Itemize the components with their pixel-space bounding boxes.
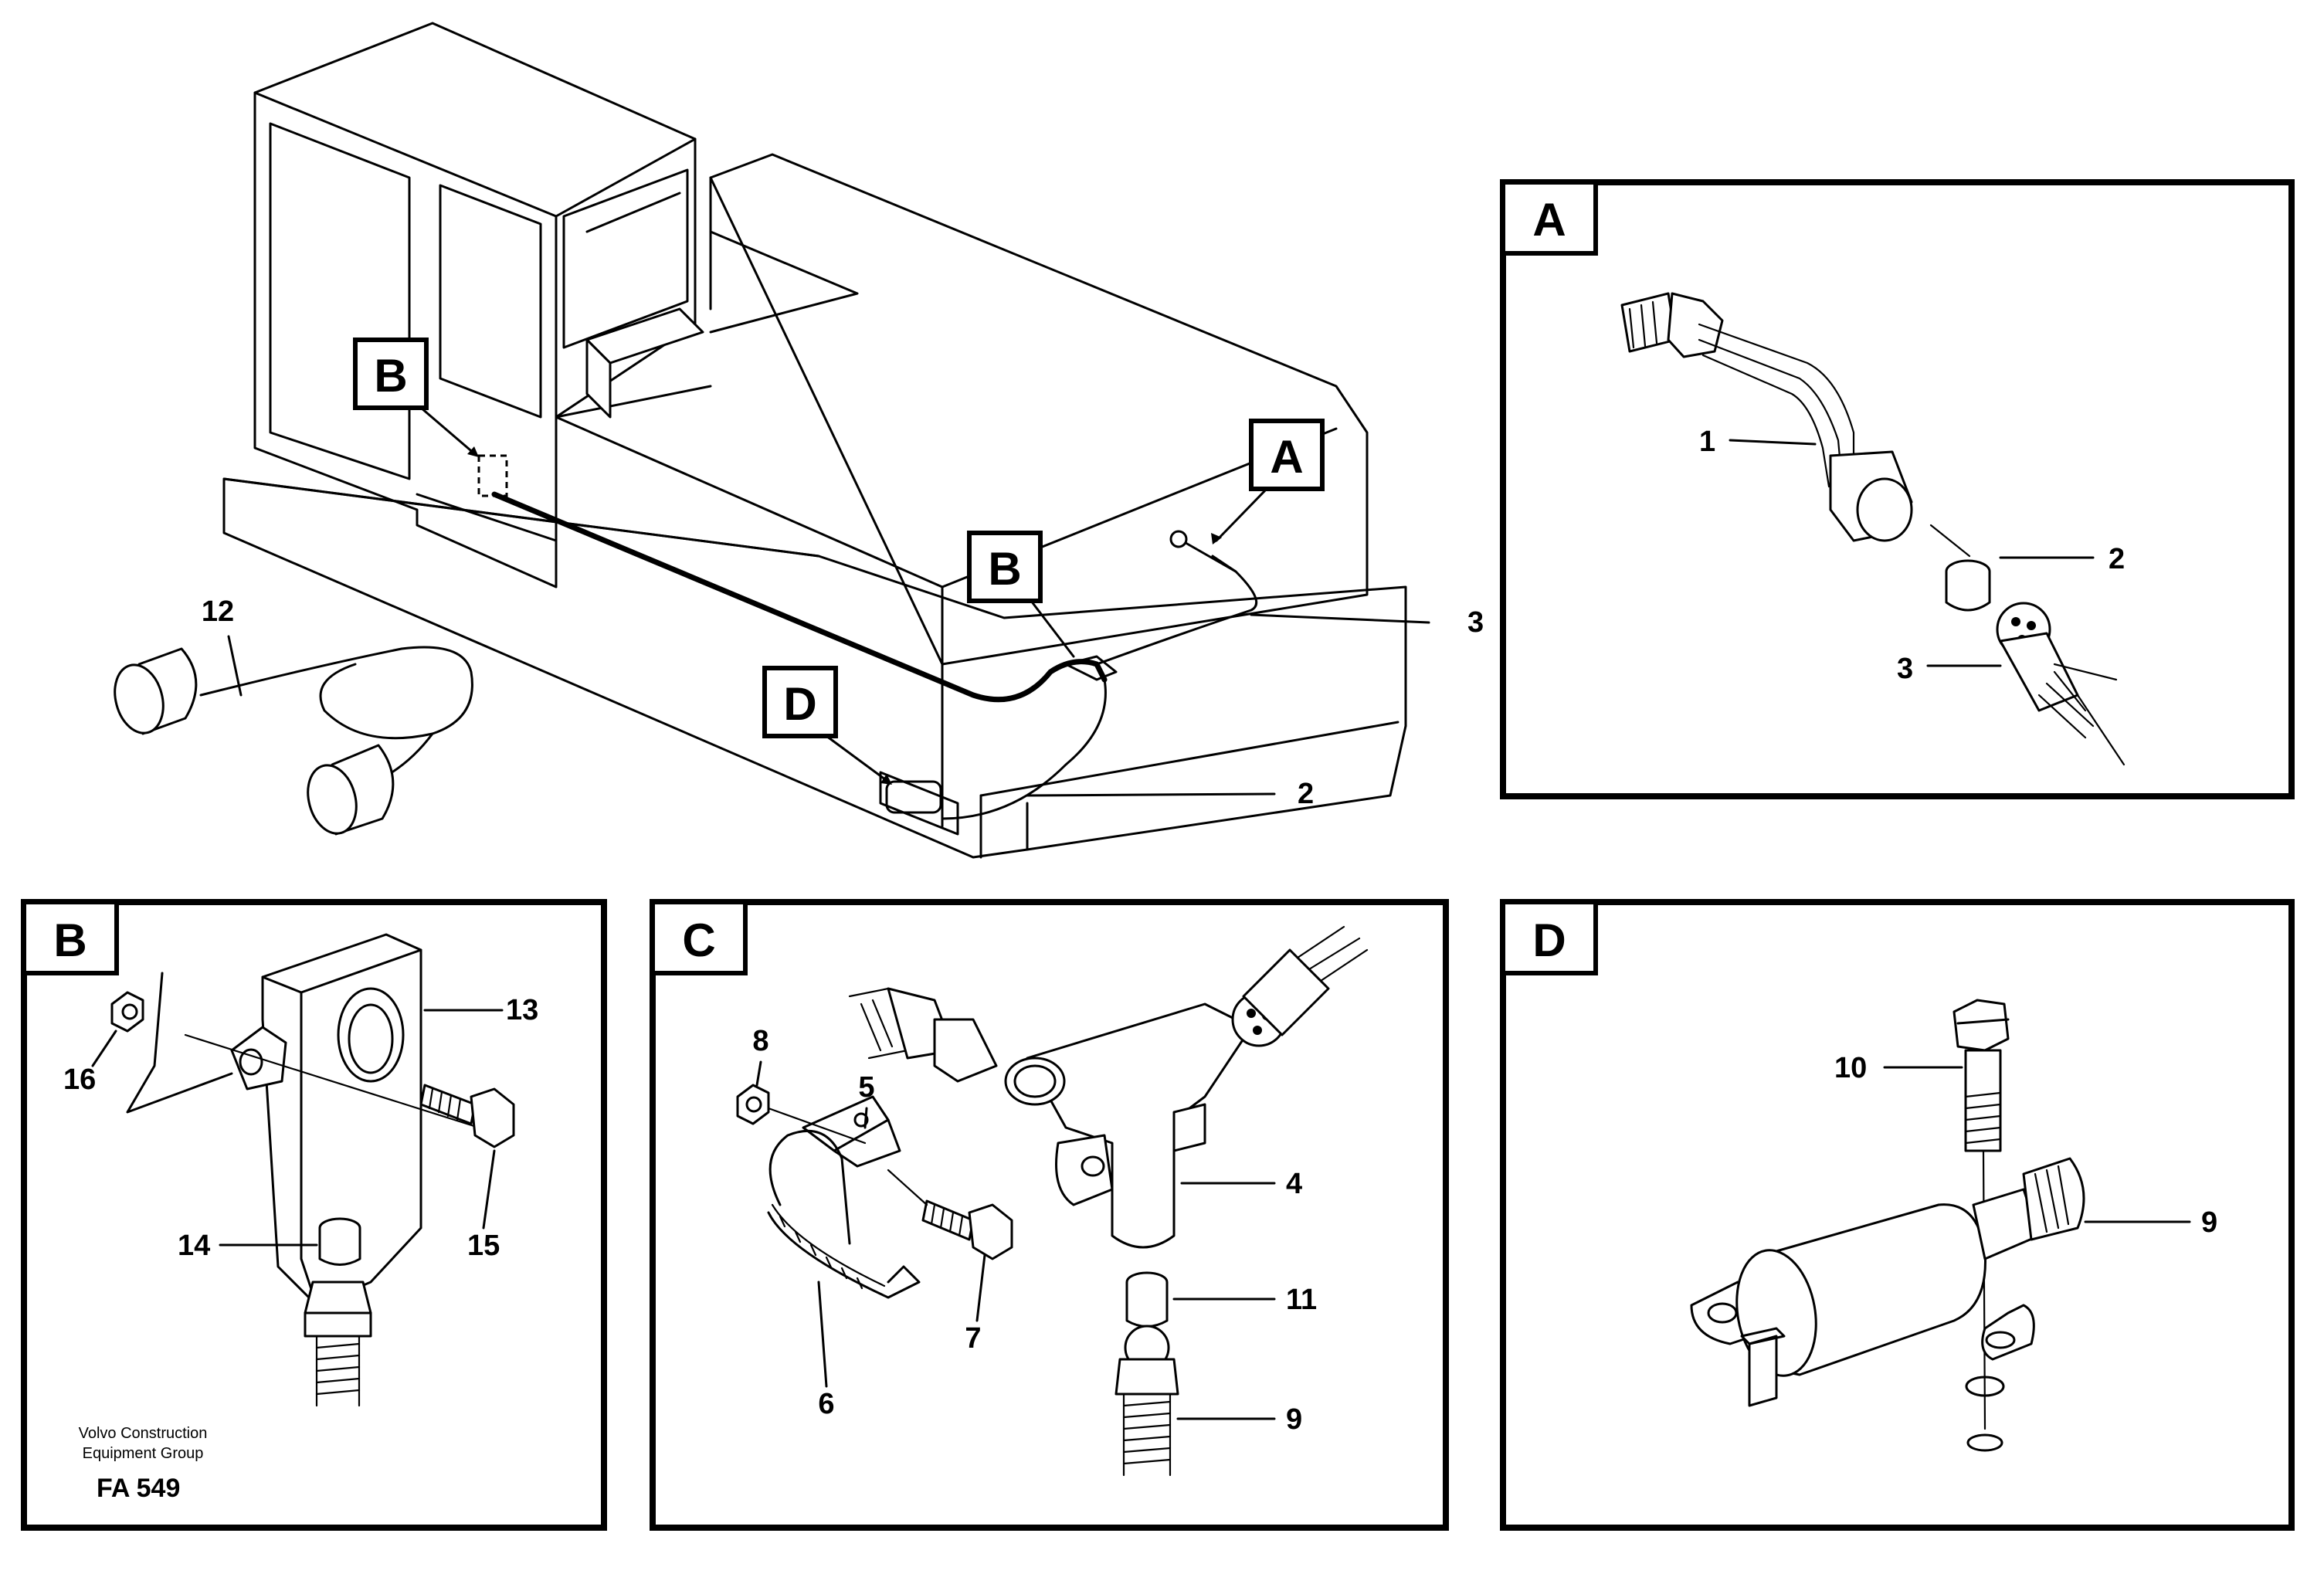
panel-b-label-14: 14 [178,1230,210,1262]
footer-line2: Equipment Group [83,1445,204,1462]
panel-d-tag: D [1532,914,1566,966]
bolt-7 [921,1199,1013,1260]
drawing-code: FA 549 [97,1474,180,1503]
panel-c-label-5: 5 [858,1071,874,1104]
machine-cab [253,22,697,589]
panel-a-label-2: 2 [2109,543,2125,575]
nut-16 [110,991,144,1033]
panel-d: D 10 9 [1500,899,2295,1531]
cable-tie-6 [767,1129,921,1299]
panel-a-label-1: 1 [1699,426,1715,458]
callout-b-cab: B [374,350,407,402]
panel-b-tag: B [53,914,87,966]
sleeve-14 [318,1217,361,1266]
callout-b-center: B [988,543,1021,595]
label-2-overview: 2 [1298,778,1314,810]
bolt-15 [419,1084,515,1148]
panel-c-label-7: 7 [965,1322,981,1355]
socket-location-marker [477,454,508,497]
panel-c-label-4: 4 [1286,1168,1302,1200]
panel-c: C [650,899,1449,1531]
plug-upper [114,647,198,735]
cable-assembly-12 [114,646,473,836]
panel-c-label-11: 11 [1286,1284,1317,1316]
panel-a: A 1 2 3 [1500,179,2295,799]
bolt-10 [1952,999,2010,1152]
connector-b [304,1281,372,1407]
footer-line1: Volvo Construction [79,1425,208,1442]
connector-3 [1996,602,2126,766]
plug-lower [307,744,395,836]
panel-b: B 13 [21,899,607,1531]
panel-d-label-10: 10 [1834,1052,1867,1084]
panel-d-label-9: 9 [2201,1206,2217,1239]
panel-c-label-9: 9 [1286,1403,1302,1436]
sleeve-2 [1945,559,1991,612]
label-12: 12 [202,595,234,628]
connector-left-c [848,987,998,1083]
callout-d: D [783,678,816,730]
connector-9-c [1115,1325,1179,1477]
overview-callouts: A B B D 12 3 2 [202,338,1484,810]
panel-b-label-15: 15 [467,1230,500,1262]
machine-overview [222,22,1407,859]
sleeve-11 [1125,1271,1169,1328]
harness-cable [491,491,1108,703]
machine-base [222,477,1407,859]
label-3-overview: 3 [1467,606,1484,639]
heater-9 [1690,1157,2085,1407]
panel-a-tag: A [1532,194,1566,246]
connector-right-c [1231,925,1369,1047]
nut-8 [736,1084,770,1125]
panel-c-tag: C [682,914,715,966]
callout-a: A [1270,431,1303,483]
panel-b-label-13: 13 [506,994,538,1026]
panel-c-label-6: 6 [818,1388,834,1420]
panel-a-label-3: 3 [1897,653,1913,685]
panel-b-label-16: 16 [63,1063,96,1096]
y-connector-4 [1004,1002,1253,1249]
pressure-sensor-1 [1620,292,1913,542]
panel-c-label-8: 8 [752,1025,768,1057]
